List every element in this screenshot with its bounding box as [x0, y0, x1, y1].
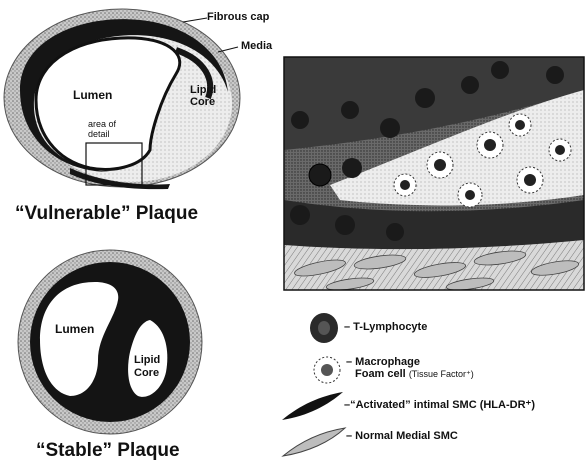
- stable-lipid-core-label: Lipid Core: [134, 354, 160, 380]
- macrophage-line1: – Macrophage: [346, 356, 420, 368]
- legend-normal-smc: – Normal Medial SMC: [346, 430, 458, 442]
- macrophage-line2: Foam cell: [346, 368, 406, 380]
- lipid-line2: Core: [190, 96, 215, 108]
- normal-smc-icon: [283, 428, 345, 456]
- stable-lipid-line2: Core: [134, 367, 159, 379]
- vulnerable-lipid-core-label: Lipid Core: [190, 84, 216, 108]
- vulnerable-plaque-title: “Vulnerable” Plaque: [15, 203, 198, 225]
- stable-lumen-label: Lumen: [55, 322, 94, 336]
- stable-lipid-line1: Lipid: [134, 354, 160, 366]
- legend-icons: [282, 313, 345, 456]
- area-line1: area of: [88, 119, 116, 129]
- fibrous-cap-label: Fibrous cap: [207, 11, 269, 23]
- legend-macrophage: – Macrophage Foam cell (Tissue Factor⁺): [346, 356, 474, 380]
- media-label: Media: [241, 40, 272, 52]
- stable-plaque-diagram: [18, 250, 202, 434]
- macrophage-note: (Tissue Factor⁺): [409, 369, 474, 379]
- stable-plaque-title: “Stable” Plaque: [36, 440, 180, 462]
- legend-activated-smc: –“Activated” intimal SMC (HLA-DR⁺): [344, 398, 535, 411]
- area-of-detail-label: area of detail: [88, 119, 116, 139]
- activated-smc-icon: [282, 392, 343, 420]
- legend-t-lymphocyte: – T-Lymphocyte: [344, 321, 427, 333]
- area-line2: detail: [88, 129, 110, 139]
- lipid-line1: Lipid: [190, 84, 216, 96]
- histology-detail-panel: [284, 57, 584, 292]
- vulnerable-lumen-label: Lumen: [73, 88, 112, 102]
